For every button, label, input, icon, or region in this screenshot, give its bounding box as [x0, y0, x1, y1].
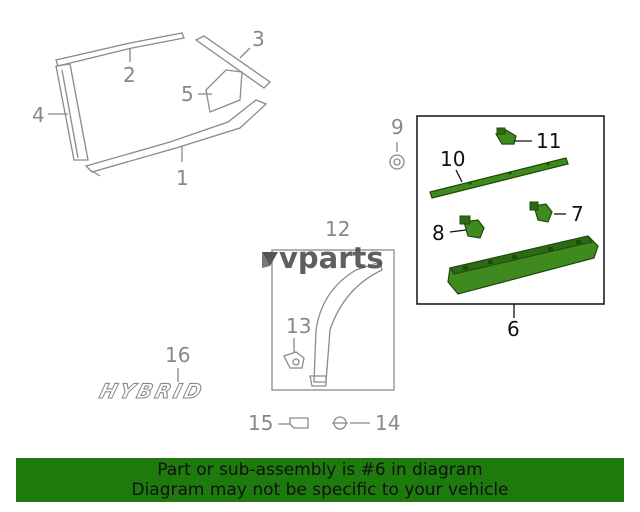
- callout-8[interactable]: 8: [432, 221, 445, 245]
- callout-5[interactable]: 5: [181, 82, 194, 106]
- leader-lines: [48, 47, 566, 425]
- part-12-box: [271, 249, 395, 391]
- part-4-front-pillar[interactable]: [55, 63, 89, 161]
- part-16-hybrid-emblem[interactable]: HYBRID: [96, 379, 207, 404]
- part-5-quarter-glass[interactable]: [205, 69, 243, 113]
- part-7-clip[interactable]: [529, 201, 553, 223]
- callout-15[interactable]: 15: [248, 411, 273, 435]
- callout-7[interactable]: 7: [571, 202, 584, 226]
- callout-2[interactable]: 2: [123, 63, 136, 87]
- part-2-roof-molding[interactable]: [55, 32, 185, 67]
- part-6-rocker-molding[interactable]: [447, 235, 599, 295]
- callout-10[interactable]: 10: [440, 147, 465, 171]
- banner-line-1: Part or sub-assembly is #6 in diagram: [157, 460, 483, 480]
- part-12-wheel-arch-molding[interactable]: [309, 261, 383, 387]
- assembly-6-box: [416, 115, 605, 305]
- emblem-text: HYBRID: [97, 379, 207, 403]
- callout-3[interactable]: 3: [252, 27, 265, 51]
- part-9-clip[interactable]: [389, 154, 405, 170]
- callout-1[interactable]: 1: [176, 166, 189, 190]
- callout-12[interactable]: 12: [325, 217, 350, 241]
- part-15-fastener[interactable]: [289, 417, 309, 429]
- part-1-belt-molding[interactable]: [84, 99, 268, 177]
- vparts-watermark: vparts: [262, 241, 384, 275]
- notice-banner: Part or sub-assembly is #6 in diagram Di…: [16, 458, 624, 502]
- callout-9[interactable]: 9: [391, 115, 404, 139]
- callout-11[interactable]: 11: [536, 129, 561, 153]
- part-8-clip[interactable]: [459, 215, 485, 239]
- callout-13[interactable]: 13: [286, 314, 311, 338]
- part-14-fastener[interactable]: [332, 416, 348, 430]
- watermark-text: vparts: [279, 241, 384, 275]
- banner-line-2: Diagram may not be specific to your vehi…: [131, 480, 509, 500]
- part-13-clip[interactable]: [283, 351, 305, 369]
- callout-4[interactable]: 4: [32, 103, 45, 127]
- part-10-trim-strip[interactable]: [429, 157, 569, 199]
- part-11-clip[interactable]: [495, 127, 517, 145]
- callout-14[interactable]: 14: [375, 411, 400, 435]
- callout-6[interactable]: 6: [507, 317, 520, 341]
- callout-16[interactable]: 16: [165, 343, 190, 367]
